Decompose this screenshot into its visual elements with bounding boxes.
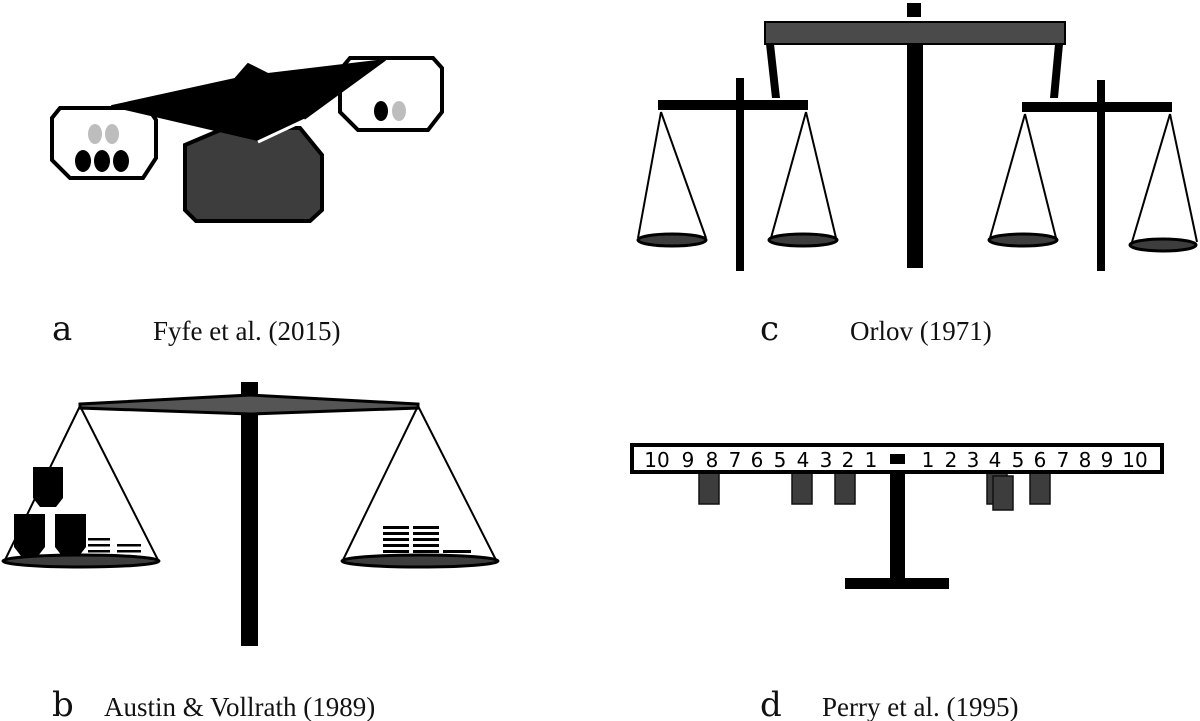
ruler-number-left: 3 (820, 448, 833, 472)
weight-block (14, 514, 45, 556)
ruler-number-right: 4 (989, 448, 1002, 472)
string (989, 113, 1026, 239)
top-beam (907, 3, 921, 17)
sub-post (1097, 80, 1105, 271)
coin-stack-line (413, 532, 439, 535)
counter-light (88, 124, 102, 144)
coin-stack-line (383, 544, 409, 547)
panel-b-citation: Austin & Vollrath (1989) (104, 692, 375, 721)
ruler-number-left: 8 (706, 448, 719, 472)
coin-stack-line (413, 550, 439, 553)
coin-stack-line (383, 538, 409, 541)
string (637, 111, 662, 239)
top-beam (764, 21, 1066, 45)
coin-stack-line (413, 538, 439, 541)
string (770, 111, 807, 239)
pan (987, 232, 1059, 248)
hanging-weight (791, 469, 813, 505)
string (1024, 113, 1057, 239)
ruler-number-left: 2 (842, 448, 855, 472)
balance-beam (78, 393, 420, 416)
coin-stack-line (88, 544, 110, 547)
weight-block (55, 514, 86, 556)
counter-dark (75, 150, 91, 172)
string (79, 405, 159, 561)
counter-dark (113, 150, 129, 172)
panel-b-balance (1, 382, 500, 646)
panel-a-citation: Fyfe et al. (2015) (153, 316, 340, 346)
panel-a-letter: a (52, 309, 72, 349)
coin-stack-line (383, 532, 409, 535)
central-post (241, 382, 258, 646)
ruler-number-left: 7 (729, 448, 742, 472)
hanging-weight (834, 469, 856, 505)
coin-stack-line (383, 526, 409, 529)
stand-base (845, 578, 949, 589)
coin-stack-line (443, 550, 471, 553)
coin-stack-line (88, 538, 110, 541)
counter-dark (94, 150, 110, 172)
panel-b-letter: b (52, 685, 74, 721)
hanging-weight (992, 475, 1014, 511)
ruler-number-left: 4 (797, 448, 810, 472)
string (1169, 113, 1198, 243)
hanger-link (766, 44, 780, 98)
pan (767, 232, 839, 248)
pivot-cap (890, 454, 905, 464)
ruler-number-left: 5 (774, 448, 787, 472)
ruler-number-right: 3 (967, 448, 980, 472)
panel-d-citation: Perry et al. (1995) (822, 692, 1018, 721)
ruler-number-right: 9 (1101, 448, 1114, 472)
ruler-number-left: 6 (751, 448, 764, 472)
ruler-number-right: 8 (1079, 448, 1092, 472)
panel-a-seesaw (50, 56, 444, 223)
pan (1128, 237, 1198, 253)
panel-d-letter: d (760, 685, 782, 721)
tilted-beam (111, 59, 386, 141)
fulcrum-block (183, 126, 324, 223)
coin-stack-line (383, 550, 409, 553)
counter-light (392, 101, 406, 121)
hanger-link (1050, 44, 1063, 98)
stand-post (890, 454, 905, 584)
ruler-number-right: 6 (1034, 448, 1047, 472)
counter-dark (374, 101, 388, 121)
counter-light (105, 124, 119, 144)
ruler-number-left: 9 (682, 448, 695, 472)
ruler-number-right: 1 (922, 448, 935, 472)
sub-post (736, 78, 744, 271)
pan (636, 232, 708, 248)
panel-c-letter: c (760, 309, 779, 349)
panel-c-double-balance (636, 3, 1198, 271)
string (805, 111, 837, 239)
coin-stack-line (88, 550, 110, 553)
weight-block (33, 467, 63, 507)
left-pan (1, 553, 161, 569)
coin-stack-line (413, 526, 439, 529)
ruler-number-left: 10 (644, 448, 669, 472)
string (1131, 113, 1171, 243)
string (660, 111, 707, 239)
central-post (907, 44, 923, 268)
string (417, 405, 497, 561)
panel-c-citation: Orlov (1971) (850, 316, 992, 346)
ruler-number-right: 2 (945, 448, 958, 472)
coin-stack-line (117, 544, 141, 547)
ruler-number-left: 1 (865, 448, 878, 472)
sub-beam (658, 100, 808, 110)
ruler-number-right: 5 (1012, 448, 1025, 472)
ruler-number-right: 7 (1057, 448, 1070, 472)
coin-stack-line (413, 544, 439, 547)
right-pan (340, 553, 500, 569)
hanging-weight (1029, 469, 1051, 505)
hanging-weight (698, 469, 720, 505)
string (342, 405, 419, 561)
coin-stack-line (117, 550, 141, 553)
beam-highlight (257, 118, 306, 144)
ruler-number-right: 10 (1122, 448, 1147, 472)
